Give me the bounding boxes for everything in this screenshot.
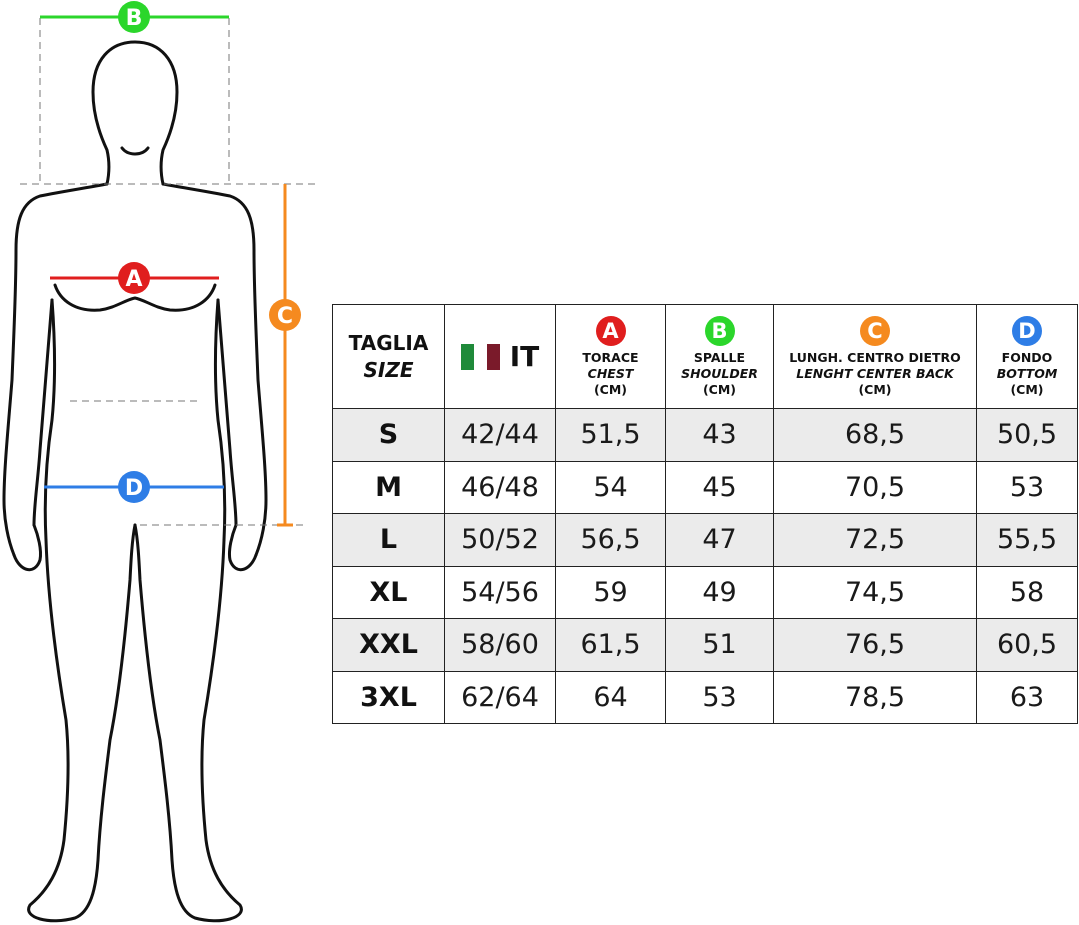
dashed-guides — [20, 18, 318, 526]
svg-text:A: A — [125, 267, 142, 292]
header-length: C LUNGH. CENTRO DIETRO LENGHT CENTER BAC… — [773, 304, 977, 409]
cell-bottom: 60,5 — [976, 618, 1078, 672]
table-row: L 50/52 56,5 47 72,5 55,5 — [332, 513, 1078, 567]
header-it-label: IT — [509, 340, 540, 373]
cell-shoulder: 47 — [665, 513, 774, 567]
cell-length: 74,5 — [773, 565, 977, 619]
cell-bottom: 53 — [976, 460, 1078, 514]
table-row: M 46/48 54 45 70,5 53 — [332, 460, 1078, 514]
cell-bottom: 55,5 — [976, 513, 1078, 567]
cell-size: S — [332, 408, 445, 462]
cell-length: 72,5 — [773, 513, 977, 567]
header-bottom-label-en: BOTTOM — [996, 365, 1058, 381]
cell-it: 58/60 — [444, 618, 556, 672]
header-bottom-unit: (CM) — [1010, 381, 1044, 397]
cell-length: 68,5 — [773, 408, 977, 462]
badge-c-icon: C — [860, 315, 890, 346]
header-size: TAGLIA SIZE — [332, 304, 445, 409]
cell-it: 46/48 — [444, 460, 556, 514]
svg-text:C: C — [277, 304, 293, 329]
cell-length: 76,5 — [773, 618, 977, 672]
cell-chest: 56,5 — [555, 513, 666, 567]
table-header-row: TAGLIA SIZE IT A TORACE CHEST (CM) B SPA… — [332, 304, 1078, 409]
header-chest: A TORACE CHEST (CM) — [555, 304, 666, 409]
marker-c-badge: C — [269, 299, 301, 331]
marker-a-badge: A — [118, 262, 150, 294]
badge-d-icon: D — [1012, 315, 1042, 346]
cell-size: M — [332, 460, 445, 514]
body-measurement-figure: B A C D — [2, 1, 318, 923]
italy-flag-icon — [460, 343, 500, 370]
header-length-label: LUNGH. CENTRO DIETRO — [789, 349, 961, 365]
cell-bottom: 58 — [976, 565, 1078, 619]
svg-text:B: B — [126, 6, 143, 31]
header-shoulder: B SPALLE SHOULDER (CM) — [665, 304, 774, 409]
cell-shoulder: 53 — [665, 670, 774, 724]
header-shoulder-label-en: SHOULDER — [681, 365, 758, 381]
cell-chest: 61,5 — [555, 618, 666, 672]
marker-b-badge: B — [118, 1, 150, 33]
cell-size: XL — [332, 565, 445, 619]
cell-shoulder: 49 — [665, 565, 774, 619]
header-chest-label-en: CHEST — [587, 365, 634, 381]
cell-it: 62/64 — [444, 670, 556, 724]
header-size-label: TAGLIA — [348, 330, 429, 355]
marker-d-badge: D — [118, 471, 150, 503]
cell-size: XXL — [332, 618, 445, 672]
cell-length: 78,5 — [773, 670, 977, 724]
table-row: XXL 58/60 61,5 51 76,5 60,5 — [332, 618, 1078, 672]
cell-it: 50/52 — [444, 513, 556, 567]
cell-shoulder: 45 — [665, 460, 774, 514]
header-chest-label: TORACE — [582, 349, 639, 365]
table-row: XL 54/56 59 49 74,5 58 — [332, 565, 1078, 619]
header-chest-unit: (CM) — [593, 381, 628, 397]
body-outline — [2, 40, 268, 923]
cell-shoulder: 51 — [665, 618, 774, 672]
table-row: S 42/44 51,5 43 68,5 50,5 — [332, 408, 1078, 462]
cell-it: 54/56 — [444, 565, 556, 619]
cell-chest: 59 — [555, 565, 666, 619]
cell-size: L — [332, 513, 445, 567]
cell-bottom: 50,5 — [976, 408, 1078, 462]
size-chart-table: TAGLIA SIZE IT A TORACE CHEST (CM) B SPA… — [332, 304, 1078, 724]
cell-chest: 54 — [555, 460, 666, 514]
header-bottom-label: FONDO — [1001, 349, 1053, 365]
cell-size: 3XL — [332, 670, 445, 724]
cell-length: 70,5 — [773, 460, 977, 514]
header-length-label-en: LENGHT CENTER BACK — [796, 365, 954, 381]
header-bottom: D FONDO BOTTOM (CM) — [976, 304, 1078, 409]
table-row: 3XL 62/64 64 53 78,5 63 — [332, 670, 1078, 724]
badge-b-icon: B — [704, 315, 735, 346]
cell-bottom: 63 — [976, 670, 1078, 724]
cell-it: 42/44 — [444, 408, 556, 462]
header-shoulder-label: SPALLE — [693, 349, 746, 365]
header-shoulder-unit: (CM) — [702, 381, 737, 397]
header-length-unit: (CM) — [858, 381, 892, 397]
cell-chest: 51,5 — [555, 408, 666, 462]
cell-shoulder: 43 — [665, 408, 774, 462]
svg-text:D: D — [125, 476, 143, 501]
badge-a-icon: A — [595, 315, 626, 346]
header-size-label-en: SIZE — [363, 357, 414, 382]
cell-chest: 64 — [555, 670, 666, 724]
header-it: IT — [444, 304, 556, 409]
